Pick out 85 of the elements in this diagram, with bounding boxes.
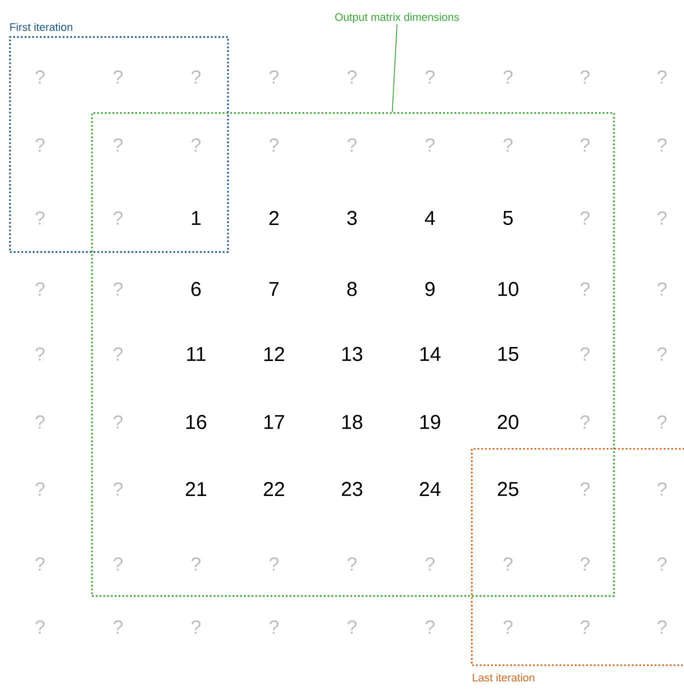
matrix-value: 3 xyxy=(347,210,357,226)
matrix-value: 19 xyxy=(420,414,440,430)
question-mark: ? xyxy=(114,211,123,225)
question-mark: ? xyxy=(658,482,667,496)
question-mark: ? xyxy=(192,557,201,571)
question-mark: ? xyxy=(36,70,45,84)
question-mark: ? xyxy=(36,282,45,296)
question-mark: ? xyxy=(114,138,123,152)
matrix-value: 25 xyxy=(498,482,518,496)
matrix-value: 11 xyxy=(187,347,206,361)
question-mark: ? xyxy=(192,620,201,634)
question-mark: ? xyxy=(36,415,45,429)
question-mark: ? xyxy=(270,557,279,571)
question-mark: ? xyxy=(658,347,667,361)
matrix-value: 8 xyxy=(347,282,357,296)
question-mark: ? xyxy=(658,557,667,571)
question-mark: ? xyxy=(192,138,201,152)
question-mark: ? xyxy=(580,557,590,571)
question-mark: ? xyxy=(348,620,357,634)
matrix-value: 18 xyxy=(342,414,362,430)
question-mark: ? xyxy=(36,138,45,152)
question-mark: ? xyxy=(580,415,590,429)
question-mark: ? xyxy=(580,347,590,361)
output-box xyxy=(91,112,615,597)
question-mark: ? xyxy=(36,620,45,634)
matrix-value: 9 xyxy=(425,282,435,296)
question-mark: ? xyxy=(658,620,667,634)
question-mark: ? xyxy=(36,211,45,225)
matrix-value: 17 xyxy=(264,415,284,429)
matrix-value: 24 xyxy=(420,482,441,496)
question-mark: ? xyxy=(36,557,45,571)
question-mark: ? xyxy=(36,347,45,361)
question-mark: ? xyxy=(658,282,667,296)
question-mark: ? xyxy=(348,70,357,84)
question-mark: ? xyxy=(114,70,123,84)
question-mark: ? xyxy=(36,482,45,496)
matrix-value: 23 xyxy=(342,482,362,496)
question-mark: ? xyxy=(270,620,279,634)
matrix-value: 2 xyxy=(269,211,279,225)
question-mark: ? xyxy=(426,138,435,152)
question-mark: ? xyxy=(192,70,201,84)
matrix-value: 14 xyxy=(420,347,441,361)
leader-line xyxy=(392,24,398,113)
heading: Output matrix dimensions xyxy=(335,12,459,24)
matrix-value: 10 xyxy=(498,282,518,296)
matrix-value: 1 xyxy=(192,211,201,225)
matrix-value: 22 xyxy=(264,482,284,496)
question-mark: ? xyxy=(580,282,590,296)
question-mark: ? xyxy=(426,620,435,634)
question-mark: ? xyxy=(580,138,590,152)
matrix-value: 12 xyxy=(264,347,284,361)
question-mark: ? xyxy=(348,138,357,152)
question-mark: ? xyxy=(114,282,123,296)
question-mark: ? xyxy=(504,557,513,571)
question-mark: ? xyxy=(580,211,590,225)
question-mark: ? xyxy=(658,70,667,84)
question-mark: ? xyxy=(580,70,590,84)
matrix-value: 13 xyxy=(342,346,362,362)
question-mark: ? xyxy=(504,70,513,84)
question-mark: ? xyxy=(658,138,667,152)
question-mark: ? xyxy=(270,70,279,84)
matrix-value: 21 xyxy=(186,482,206,496)
question-mark: ? xyxy=(580,620,590,634)
question-mark: ? xyxy=(658,211,667,225)
question-mark: ? xyxy=(580,482,590,496)
question-mark: ? xyxy=(504,138,513,152)
question-mark: ? xyxy=(348,557,357,571)
matrix-value: 7 xyxy=(269,282,279,296)
question-mark: ? xyxy=(114,620,123,634)
question-mark: ? xyxy=(270,138,279,152)
matrix-value: 20 xyxy=(498,414,518,430)
node-label: First iteration xyxy=(10,22,72,31)
matrix-value: 6 xyxy=(191,282,201,296)
question-mark: ? xyxy=(114,557,123,571)
question-mark: ? xyxy=(114,415,123,429)
question-mark: ? xyxy=(114,482,123,496)
question-mark: ? xyxy=(426,70,435,84)
matrix-value: 4 xyxy=(424,211,435,225)
question-mark: ? xyxy=(658,415,667,429)
matrix-value: 15 xyxy=(498,347,518,361)
question-mark: ? xyxy=(114,347,123,361)
matrix-value: 5 xyxy=(503,211,513,225)
matrix-value: 16 xyxy=(186,414,206,430)
question-mark: ? xyxy=(426,557,435,571)
question-mark: ? xyxy=(504,620,513,634)
